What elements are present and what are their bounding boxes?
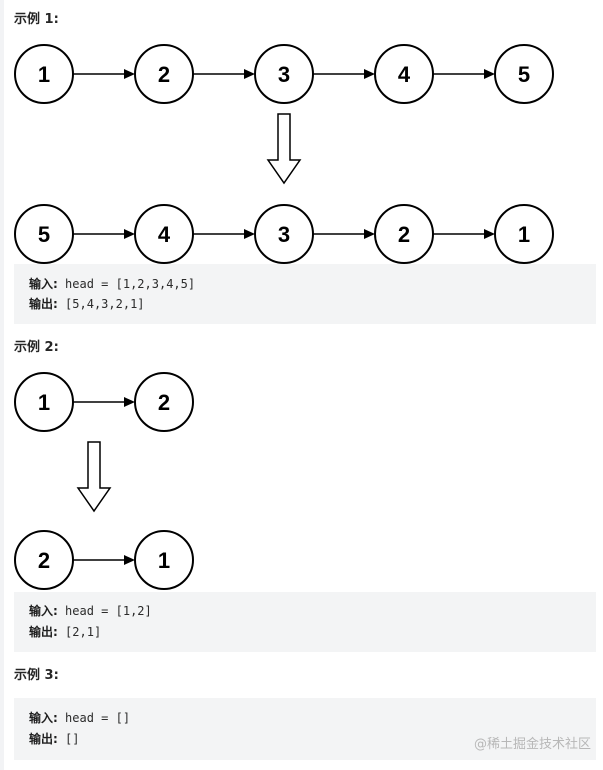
example-2-down-arrow [76, 441, 112, 513]
example-3-input-value: head = [] [65, 711, 131, 725]
example-2-down-arrow-icon [76, 441, 112, 513]
example-1-after-arrowhead-3 [364, 229, 375, 239]
example-1-before-node-3 [254, 44, 314, 104]
example-1-before-node-5 [494, 44, 554, 104]
example-2-input-value: head = [1,2] [65, 604, 152, 618]
example-3-input-line: 输入: head = [] [29, 710, 130, 726]
example-3-output-label: 输出: [29, 732, 58, 746]
example-1-after-node-4 [374, 204, 434, 264]
example-1-after-node-label-2: 4 [158, 222, 171, 247]
example-1-input-label: 输入: [29, 277, 58, 291]
example-1-output-value: [5,4,3,2,1] [65, 297, 145, 311]
example-1-after-node-label-5: 1 [518, 222, 530, 247]
example-2-before-arrowhead-1 [124, 397, 135, 407]
example-2-after-node-label-1: 2 [38, 548, 50, 573]
example-2-input-label: 输入: [29, 604, 58, 618]
example-1-after-node-2 [134, 204, 194, 264]
example-1-after-arrowhead-1 [124, 229, 135, 239]
example-1-down-arrow [266, 113, 302, 185]
left-edge-strip [0, 0, 4, 770]
example-1-before-node-label-3: 3 [278, 62, 290, 87]
example-1-before-arrowhead-2 [244, 69, 255, 79]
example-1-before-node-1 [14, 44, 74, 104]
example-1-title: 示例 1: [14, 12, 59, 27]
example-2-after-arrowhead-1 [124, 555, 135, 565]
example-2-after-node-1 [14, 530, 74, 590]
example-1-output-label: 输出: [29, 297, 58, 311]
example-1-before-node-4 [374, 44, 434, 104]
example-1-code-block: 输入: head = [1,2,3,4,5] 输出: [5,4,3,2,1] [14, 264, 596, 324]
example-3-input-label: 输入: [29, 711, 58, 725]
example-2-before-node-label-1: 1 [38, 390, 50, 415]
example-1-output-line: 输出: [5,4,3,2,1] [29, 296, 145, 312]
example-1-after-arrowhead-4 [484, 229, 495, 239]
example-3-title: 示例 3: [14, 668, 59, 683]
example-2-output-line: 输出: [2,1] [29, 624, 101, 640]
example-1-after-node-5 [494, 204, 554, 264]
watermark: @稀土掘金技术社区 [473, 737, 591, 752]
example-1-input-line: 输入: head = [1,2,3,4,5] [29, 276, 195, 292]
example-2-after-node-label-2: 1 [158, 548, 170, 573]
example-1-after-arrowhead-2 [244, 229, 255, 239]
example-1-down-arrow-icon [266, 113, 302, 185]
example-1-after-node-1 [14, 204, 74, 264]
example-1-before-node-2 [134, 44, 194, 104]
example-1-after-node-label-4: 2 [398, 222, 410, 247]
example-1-before-arrowhead-3 [364, 69, 375, 79]
example-1-diagram: 1 2 3 4 5 5 4 3 2 1 [14, 44, 554, 264]
example-1-input-value: head = [1,2,3,4,5] [65, 277, 196, 291]
example-2-output-value: [2,1] [65, 625, 102, 639]
example-2-code-block: 输入: head = [1,2] 输出: [2,1] [14, 592, 596, 652]
example-2-input-line: 输入: head = [1,2] [29, 603, 152, 619]
example-2-after-node-2 [134, 530, 194, 590]
example-1-after-list: 5 4 3 2 1 [14, 204, 554, 264]
example-1-before-node-label-4: 4 [398, 62, 411, 87]
example-2-title: 示例 2: [14, 340, 59, 355]
example-2-output-label: 输出: [29, 625, 58, 639]
example-1-before-node-label-1: 1 [38, 62, 50, 87]
example-1-before-node-label-5: 5 [518, 62, 530, 87]
example-2-before-node-label-2: 2 [158, 390, 170, 415]
example-3-code-block: 输入: head = [] 输出: [] [14, 698, 596, 760]
example-3-output-value: [] [65, 732, 80, 746]
example-1-after-node-label-1: 5 [38, 222, 50, 247]
example-1-after-node-label-3: 3 [278, 222, 290, 247]
example-1-before-node-label-2: 2 [158, 62, 170, 87]
example-2-before-node-1 [14, 372, 74, 432]
example-1-before-list: 1 2 3 4 5 [14, 44, 554, 104]
example-1-before-arrowhead-4 [484, 69, 495, 79]
example-3-output-line: 输出: [] [29, 731, 80, 747]
example-1-after-node-3 [254, 204, 314, 264]
example-2-before-node-2 [134, 372, 194, 432]
example-1-before-arrowhead-1 [124, 69, 135, 79]
